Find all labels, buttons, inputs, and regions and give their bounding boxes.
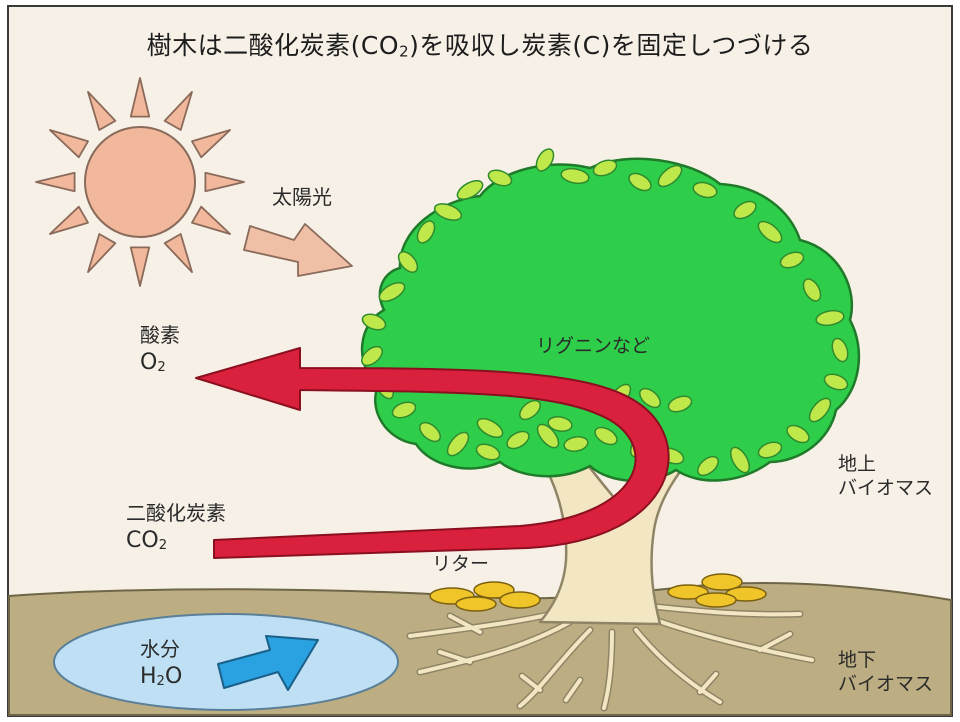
water-label: 水分 H2O bbox=[140, 636, 182, 697]
below-ground-biomass-label: 地下 バイオマス bbox=[838, 648, 933, 696]
lignin-label: リグニンなど bbox=[536, 334, 650, 358]
co2-label: 二酸化炭素 CO2 bbox=[126, 500, 226, 561]
diagram-title: 樹木は二酸化炭素(CO2)を吸収し炭素(C)を固定しつづける bbox=[0, 26, 960, 62]
above-ground-biomass-label: 地上 バイオマス bbox=[838, 452, 933, 500]
sunlight-label: 太陽光 bbox=[272, 184, 332, 210]
oxygen-label: 酸素 O2 bbox=[140, 322, 180, 383]
litter-label: リター bbox=[432, 552, 489, 576]
